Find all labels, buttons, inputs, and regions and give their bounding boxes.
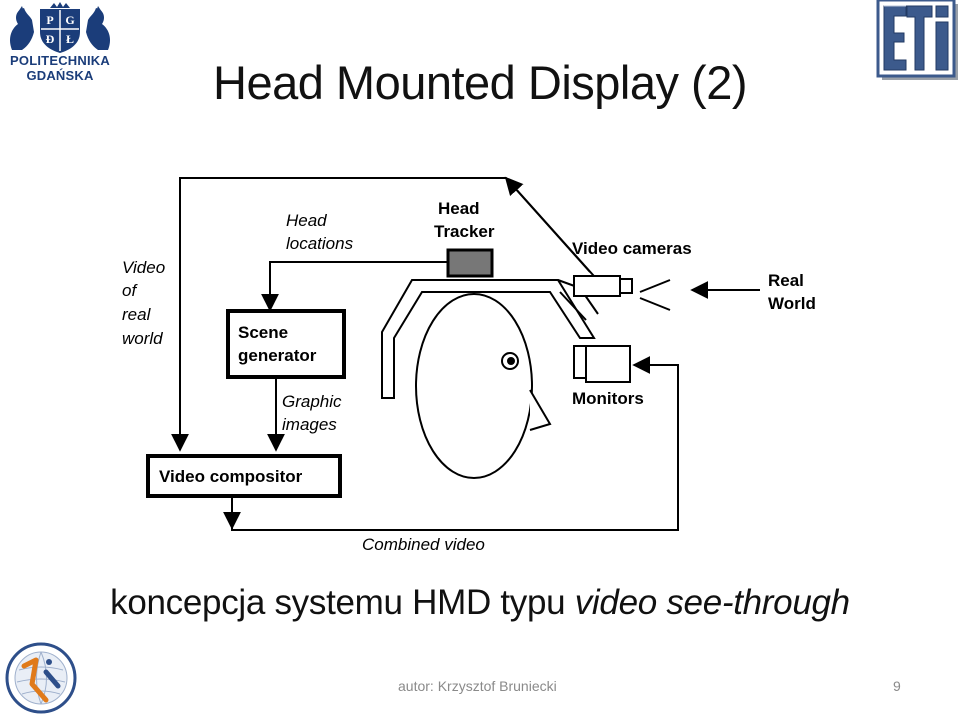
- video-compositor-label: Video compositor: [159, 467, 303, 486]
- head-locations-label-line2: locations: [286, 234, 354, 253]
- shield-letter-4: Ł: [66, 32, 74, 46]
- head-tracker-device: [446, 248, 494, 278]
- combined-video-label: Combined video: [362, 535, 485, 554]
- scene-generator-line1: Scene: [238, 323, 288, 342]
- scene-generator-box: [226, 309, 346, 379]
- department-logo: [2, 640, 80, 716]
- video-compositor-box: [146, 454, 342, 498]
- video-cameras-label: Video cameras: [572, 239, 692, 258]
- graphic-images-label-line2: images: [282, 415, 337, 434]
- headset-frame: [381, 279, 596, 399]
- graphic-images-label-line1: Graphic: [282, 392, 342, 411]
- monitors-label: Monitors: [572, 389, 644, 408]
- video-of-real-world-label-line2: of: [122, 281, 138, 300]
- head-locations-label-line1: Head: [286, 211, 327, 230]
- hmd-diagram: Scene generator Video compositor Head: [110, 168, 840, 558]
- eti-logo-icon: [876, 0, 958, 80]
- politechnika-gdanska-logo: P G Ð Ł POLITECHNIKA GDAŃSKA: [4, 2, 116, 86]
- university-crest-icon: P G Ð Ł: [10, 2, 110, 53]
- head-outline: [415, 293, 533, 479]
- head-tracker-label-line2: Tracker: [434, 222, 495, 241]
- globe-logo-icon: [5, 642, 77, 714]
- video-of-real-world-label-line1: Video: [122, 258, 165, 277]
- slide-title: Head Mounted Display (2): [213, 56, 748, 109]
- university-name-line2: GDAŃSKA: [26, 68, 94, 83]
- scene-generator-line2: generator: [238, 346, 317, 365]
- eti-faculty-logo: [876, 0, 960, 82]
- shield-letter-3: Ð: [46, 32, 55, 46]
- real-world-label-line2: World: [768, 294, 816, 313]
- slide-subtitle: koncepcja systemu HMD typu video see-thr…: [0, 583, 960, 623]
- subtitle-italic: video see-through: [574, 583, 850, 622]
- author-footer: autor: Krzysztof Bruniecki: [398, 678, 557, 694]
- real-world-label-line1: Real: [768, 271, 804, 290]
- shield-letter-1: P: [46, 13, 53, 27]
- page-number: 9: [893, 678, 901, 694]
- university-name-line1: POLITECHNIKA: [10, 53, 110, 68]
- head-tracker-label-line1: Head: [438, 199, 480, 218]
- video-of-real-world-label-line4: world: [122, 329, 163, 348]
- subtitle-plain: koncepcja systemu HMD typu: [110, 583, 575, 622]
- head-locations-line: [261, 261, 448, 312]
- video-of-real-world-label-line3: real: [122, 305, 152, 324]
- nose-shape: [529, 389, 552, 431]
- shield-letter-2: G: [65, 13, 74, 27]
- video-camera-device: [573, 275, 621, 297]
- monitor-device: [573, 345, 587, 379]
